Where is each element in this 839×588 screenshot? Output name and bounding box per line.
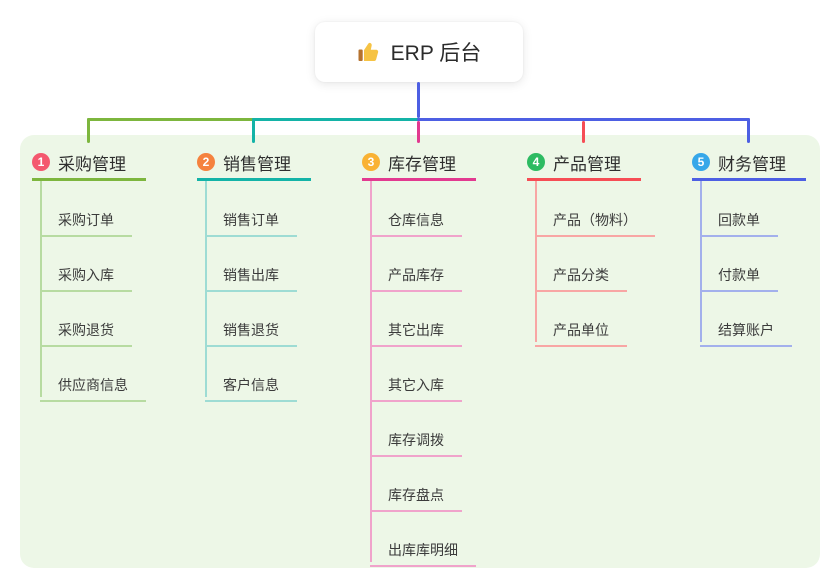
- connector-line: [252, 118, 420, 121]
- item-node: 仓库信息: [370, 202, 462, 237]
- item-node: 产品分类: [535, 257, 627, 292]
- item-node: 产品库存: [370, 257, 462, 292]
- item-node: 客户信息: [205, 367, 297, 402]
- item-node: 其它入库: [370, 367, 462, 402]
- item-node: 采购退货: [40, 312, 132, 347]
- item-node: 销售订单: [205, 202, 297, 237]
- connector-line: [582, 121, 585, 143]
- connector-line: [417, 82, 420, 118]
- connector-line: [40, 181, 42, 397]
- branch-title: 库存管理: [388, 154, 456, 174]
- branch-number-badge: 3: [362, 153, 380, 171]
- thumbs-up-icon: [358, 42, 378, 61]
- branch-number-badge: 2: [197, 153, 215, 171]
- branch-node: 3 库存管理: [362, 146, 476, 181]
- branches-panel: [20, 135, 820, 568]
- item-node: 结算账户: [700, 312, 792, 347]
- connector-line: [417, 121, 420, 143]
- item-node: 采购订单: [40, 202, 132, 237]
- branch-title: 采购管理: [58, 154, 126, 174]
- connector-line: [87, 118, 255, 121]
- branch-node: 4 产品管理: [527, 146, 641, 181]
- item-node: 采购入库: [40, 257, 132, 292]
- connector-line: [747, 118, 750, 143]
- item-node: 付款单: [700, 257, 778, 292]
- item-node: 销售出库: [205, 257, 297, 292]
- item-node: 库存调拨: [370, 422, 462, 457]
- connector-line: [700, 181, 702, 342]
- connector-line: [252, 118, 255, 143]
- branch-node: 2 销售管理: [197, 146, 311, 181]
- connector-line: [205, 181, 207, 397]
- item-node: 产品（物料）: [535, 202, 655, 237]
- connector-line: [417, 118, 750, 121]
- item-node: 销售退货: [205, 312, 297, 347]
- root-title: ERP 后台: [390, 42, 482, 65]
- root-node: ERP 后台: [315, 22, 523, 82]
- branch-number-badge: 4: [527, 153, 545, 171]
- item-node: 产品单位: [535, 312, 627, 347]
- branch-number-badge: 5: [692, 153, 710, 171]
- branch-number-badge: 1: [32, 153, 50, 171]
- item-node: 供应商信息: [40, 367, 146, 402]
- item-node: 库存盘点: [370, 477, 462, 512]
- branch-node: 1 采购管理: [32, 146, 146, 181]
- item-node: 回款单: [700, 202, 778, 237]
- connector-line: [370, 181, 372, 562]
- branch-title: 财务管理: [718, 154, 786, 174]
- item-node: 出库库明细: [370, 532, 476, 567]
- connector-line: [535, 181, 537, 342]
- branch-node: 5 财务管理: [692, 146, 806, 181]
- item-node: 其它出库: [370, 312, 462, 347]
- branch-title: 销售管理: [223, 154, 291, 174]
- branch-title: 产品管理: [553, 154, 621, 174]
- connector-line: [87, 118, 90, 143]
